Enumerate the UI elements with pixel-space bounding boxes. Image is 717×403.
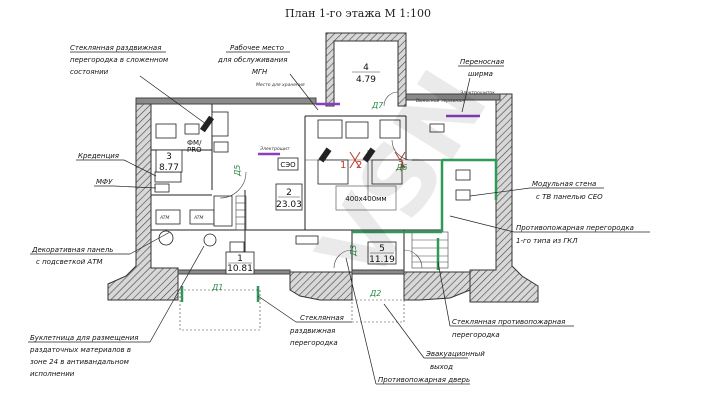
annotation-glass-partition-line2: раздвижная — [289, 327, 335, 335]
annotation-glass-sliding-line3: состоянии — [70, 68, 109, 76]
room-2-number: 2 — [286, 188, 292, 198]
red-number-1: 1 — [340, 160, 346, 171]
door-d1: Д1 — [211, 283, 223, 292]
annotation-booklet-line4: исполнении — [30, 370, 75, 378]
room-1-label: 1 10.81 — [225, 251, 255, 275]
annotation-glass-partition-line3: перегородка — [290, 339, 338, 347]
glass-fire-partition — [442, 158, 498, 200]
annotation-partition-gkl: Противопожарная перегородка 1-го типа из… — [516, 224, 634, 245]
room-1-number: 1 — [237, 254, 243, 264]
annotation-workplace-line3: МГН — [252, 68, 268, 76]
room-5-label: 5 11.19 — [367, 241, 397, 265]
stairs-right — [411, 231, 449, 269]
room-4-area: 4.79 — [356, 75, 376, 85]
annotation-glass-sliding: Стеклянная раздвижная перегородка в слож… — [70, 44, 169, 76]
door-d6: Д6 — [395, 163, 407, 172]
note-terminal: Выносной терминал — [416, 98, 464, 104]
annotation-glass-fire: Стеклянная противопожарная перегородка — [452, 318, 565, 339]
annotation-portable-screen-line1: Переносная — [460, 58, 504, 66]
annotation-evac-exit: Эвакуационный выход — [425, 350, 485, 371]
note-panel: Электрощит — [259, 146, 290, 152]
annotation-glass-sliding-line1: Стеклянная раздвижная — [70, 44, 161, 52]
annotation-credenza: Креденция — [78, 152, 119, 160]
annotation-modular-wall: Модульная стена с ТВ панелью СЕО — [532, 180, 603, 201]
room-4-label: 4 4.79 — [352, 63, 380, 85]
door-d5: Д5 — [233, 165, 242, 177]
annotation-workplace-line1: Рабочее место — [230, 44, 284, 52]
plan-title: План 1-го этажа М 1:100 — [285, 7, 431, 20]
tag-pro: PRO — [187, 146, 202, 154]
wall-left — [107, 97, 179, 301]
wall-bottom-right — [403, 271, 471, 301]
annotation-partition-gkl-line2: 1-го типа из ГКЛ — [516, 237, 578, 245]
room-3-number: 3 — [166, 152, 172, 162]
room-1-area: 10.81 — [227, 264, 253, 274]
annotation-booklet-line3: зоне 24 в антивандальном — [30, 358, 130, 366]
room-2-label: 2 23.03 — [275, 183, 303, 211]
tag-hatch-size: 400х400мм — [345, 195, 386, 203]
annotation-booklet: Буклетница для размещения раздаточных ма… — [29, 334, 138, 378]
annotation-glass-partition: Стеклянная раздвижная перегородка — [289, 314, 344, 347]
room-4-number: 4 — [363, 63, 369, 73]
wall-bottom-mid — [289, 271, 353, 301]
tag-seo: СЭО — [280, 161, 296, 169]
annotation-glass-fire-line2: перегородка — [452, 331, 500, 339]
annotation-deco-panel: Декоративная панель с подсветкой АТМ — [31, 246, 113, 266]
annotation-workplace: Рабочее место для обслуживания МГН — [217, 44, 287, 76]
annotation-booklet-line1: Буклетница для размещения — [30, 334, 138, 342]
annotation-deco-panel-line2: с подсветкой АТМ — [36, 258, 103, 266]
annotation-deco-panel-line1: Декоративная панель — [31, 246, 113, 254]
wall-right — [469, 93, 539, 303]
wall-top — [135, 97, 317, 105]
tag-fm: ФМ/ — [187, 139, 202, 147]
door-d3: Д3 — [349, 245, 358, 257]
tag-atm-2: ATM — [193, 215, 203, 221]
annotation-glass-partition-line1: Стеклянная — [300, 314, 344, 322]
room-3-area: 8.77 — [159, 163, 179, 173]
annotation-partition-gkl-line1: Противопожарная перегородка — [516, 224, 634, 232]
annotation-modular-wall-line1: Модульная стена — [532, 180, 596, 188]
annotation-portable-screen-line2: ширма — [468, 70, 493, 78]
tag-atm-1: ATM — [159, 215, 169, 221]
note-storage: Место для хранения — [256, 82, 305, 88]
annotation-glass-fire-line1: Стеклянная противопожарная — [452, 318, 565, 326]
annotation-mfu: МФУ — [96, 178, 113, 186]
annotation-evac-exit-line2: выход — [430, 363, 453, 371]
annotation-portable-screen: Переносная ширма — [460, 58, 504, 78]
room-3-label: 3 8.77 — [155, 149, 183, 173]
annotation-glass-sliding-line2: перегородка в сложенном — [70, 56, 169, 64]
annotation-fire-door: Противопожарная дверь — [378, 376, 470, 384]
room-2-area: 23.03 — [276, 200, 302, 210]
room-5-area: 11.19 — [369, 255, 395, 265]
red-number-3: 3 — [398, 160, 404, 171]
wall-tower — [325, 32, 407, 107]
annotation-workplace-line2: для обслуживания — [217, 56, 287, 64]
door-d2: Д2 — [369, 289, 381, 298]
stairs-left — [235, 195, 247, 231]
annotation-booklet-line2: раздаточных материалов в — [29, 346, 131, 354]
annotation-modular-wall-line2: с ТВ панелью СЕО — [536, 193, 603, 201]
annotation-evac-exit-line1: Эвакуационный — [425, 350, 485, 358]
red-number-2: 2 — [356, 160, 362, 171]
room-5-number: 5 — [379, 244, 385, 254]
door-d7: Д7 — [371, 101, 384, 110]
note-panel-2: Электрощиток — [459, 90, 495, 96]
wall-bottom-right2 — [351, 269, 405, 275]
